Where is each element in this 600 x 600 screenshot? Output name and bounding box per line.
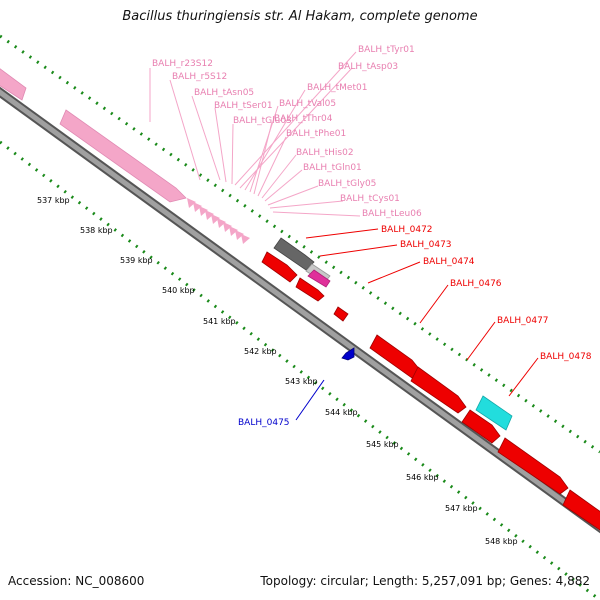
rna-label[interactable]: BALH_tSer01 xyxy=(214,101,273,111)
gene-labels: BALH_0472 BALH_0473 BALH_0474 BALH_0476 … xyxy=(238,225,592,428)
gene-leader-lines xyxy=(295,228,539,421)
ruler-label: 542 kbp xyxy=(244,347,277,356)
gene-label[interactable]: BALH_0473 xyxy=(400,240,452,250)
ruler-label: 544 kbp xyxy=(325,408,358,417)
ruler-label: 540 kbp xyxy=(162,286,195,295)
rrna-23s-feature[interactable] xyxy=(59,109,187,203)
map-title: Bacillus thuringiensis str. Al Hakam, co… xyxy=(122,9,478,24)
ruler-label: 547 kbp xyxy=(445,504,478,513)
rna-label[interactable]: BALH_tLeu06 xyxy=(362,209,422,219)
gene-label[interactable]: BALH_0472 xyxy=(381,225,433,235)
rna-leader-lines xyxy=(149,51,361,217)
ruler-label: 538 kbp xyxy=(80,226,113,235)
rna-label[interactable]: BALH_tAsn05 xyxy=(194,88,254,98)
trna-feature[interactable] xyxy=(235,230,244,240)
trna-feature[interactable] xyxy=(241,234,250,244)
gene-label[interactable]: BALH_0478 xyxy=(540,352,592,362)
gene-label[interactable]: BALH_0475 xyxy=(238,418,290,428)
ruler-label: 543 kbp xyxy=(285,377,318,386)
cds-feature-red[interactable] xyxy=(333,306,349,322)
ruler-label: 537 kbp xyxy=(37,196,70,205)
rna-label[interactable]: BALH_tTyr01 xyxy=(358,45,415,55)
rna-label[interactable]: BALH_tGlu03 xyxy=(233,116,292,126)
ruler-label: 546 kbp xyxy=(406,473,439,482)
ruler-label: 548 kbp xyxy=(485,537,518,546)
accession-text: Accession: NC_008600 xyxy=(8,574,145,588)
cds-feature-magenta[interactable] xyxy=(307,269,331,288)
gene-label[interactable]: BALH_0474 xyxy=(423,257,475,267)
trna-feature[interactable] xyxy=(217,218,226,228)
ruler-label: 539 kbp xyxy=(120,256,153,265)
trna-feature[interactable] xyxy=(223,222,232,232)
rna-label[interactable]: BALH_tGly05 xyxy=(318,179,376,189)
rna-labels: BALH_r23S12 BALH_r5S12 BALH_tAsn05 BALH_… xyxy=(152,45,422,219)
inner-tick-guide xyxy=(0,140,600,600)
rna-label[interactable]: BALH_tThr04 xyxy=(274,114,333,124)
rna-label[interactable]: BALH_tCys01 xyxy=(340,194,400,204)
cds-feature-red[interactable] xyxy=(261,251,298,283)
rna-label[interactable]: BALH_tPhe01 xyxy=(286,129,346,139)
trna-feature[interactable] xyxy=(229,226,238,236)
rna-label[interactable]: BALH_r23S12 xyxy=(152,59,213,69)
genome-summary-text: Topology: circular; Length: 5,257,091 bp… xyxy=(260,574,590,588)
rna-label[interactable]: BALH_tVal05 xyxy=(279,99,336,109)
gene-label[interactable]: BALH_0477 xyxy=(497,316,549,326)
cds-feature-blue[interactable] xyxy=(341,347,355,361)
cds-feature-red[interactable] xyxy=(410,366,467,414)
gene-label[interactable]: BALH_0476 xyxy=(450,279,502,289)
trna-feature[interactable] xyxy=(187,198,196,208)
cds-feature-red[interactable] xyxy=(562,489,600,531)
rna-label[interactable]: BALH_tHis02 xyxy=(296,148,354,158)
trna-feature[interactable] xyxy=(193,202,202,212)
trna-cluster xyxy=(187,198,250,244)
cds-feature-red[interactable] xyxy=(497,437,569,495)
backbone xyxy=(0,89,600,531)
trna-feature[interactable] xyxy=(199,206,208,216)
cds-features xyxy=(261,237,600,531)
trna-feature[interactable] xyxy=(211,214,220,224)
ruler-label: 541 kbp xyxy=(203,317,236,326)
cds-feature-red[interactable] xyxy=(461,409,501,444)
trna-feature[interactable] xyxy=(205,210,214,220)
rrna-features xyxy=(0,65,187,203)
cds-feature-cyan[interactable] xyxy=(475,395,513,431)
ruler-label: 545 kbp xyxy=(366,440,399,449)
rna-label[interactable]: BALH_r5S12 xyxy=(172,72,227,82)
ruler-labels: 537 kbp 538 kbp 539 kbp 540 kbp 541 kbp … xyxy=(37,196,518,546)
rrna-23s-feature[interactable] xyxy=(0,65,27,101)
rna-label[interactable]: BALH_tAsp03 xyxy=(338,62,398,72)
rna-label[interactable]: BALH_tGln01 xyxy=(303,163,362,173)
cds-feature-red[interactable] xyxy=(295,277,325,302)
rna-label[interactable]: BALH_tMet01 xyxy=(307,83,367,93)
